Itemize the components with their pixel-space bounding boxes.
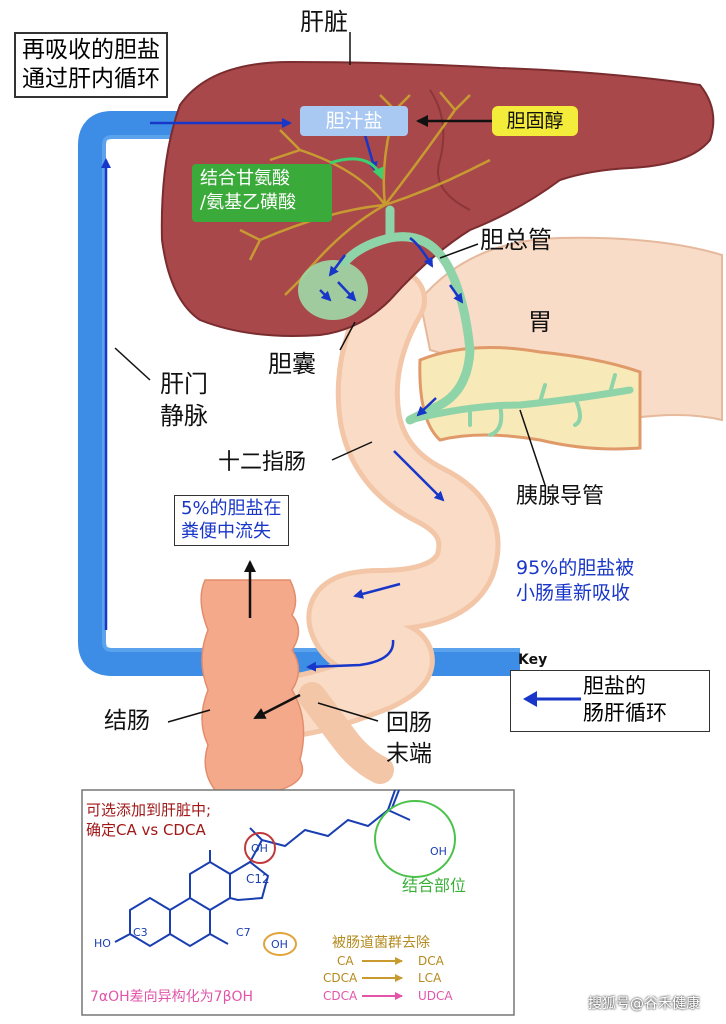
conjugation-pill: 结合甘氨酸 /氨基乙磺酸 bbox=[192, 164, 332, 222]
key-box: 胆盐的 肠肝循环 bbox=[510, 670, 710, 732]
oh-ring-orange bbox=[263, 932, 297, 956]
fecal-loss-box: 5%的胆盐在 粪便中流失 bbox=[174, 495, 289, 546]
oh-c12-label: OH bbox=[251, 842, 268, 855]
terminal-ileum-label: 回肠 末端 bbox=[386, 708, 432, 770]
portal-vein bbox=[78, 111, 520, 676]
conv-cdca2-from: CDCA bbox=[323, 989, 358, 1003]
bacteria-removal-label: 被肠道菌群去除 bbox=[332, 935, 430, 951]
key-arrow-icon bbox=[523, 691, 581, 707]
reabsorption-line-1: 95%的胆盐被 bbox=[516, 557, 635, 579]
pancreas-shape bbox=[418, 346, 642, 451]
portal-vein-label: 肝门 静脉 bbox=[160, 368, 208, 433]
watermark: 搜狐号@谷禾健康 bbox=[588, 996, 700, 1012]
key-label: Key bbox=[518, 652, 548, 668]
chem-note-line-1: 可选添加到肝脏中; bbox=[86, 801, 212, 819]
cholesterol-pill: 胆固醇 bbox=[492, 106, 578, 136]
colon-shape bbox=[200, 579, 305, 791]
chem-note: 可选添加到肝脏中; 确定CA vs CDCA bbox=[86, 800, 211, 841]
gallbladder-label: 胆囊 bbox=[268, 350, 316, 378]
key-desc: 胆盐的 肠肝循环 bbox=[583, 673, 667, 728]
reabsorbed-box: 再吸收的胆盐 通过肝内循环 bbox=[14, 32, 168, 98]
reabsorbed-line-2: 通过肝内循环 bbox=[22, 65, 160, 92]
ho-label: HO bbox=[94, 937, 111, 950]
c7-label: C7 bbox=[236, 926, 251, 939]
conjugation-line-1: 结合甘氨酸 bbox=[200, 168, 290, 189]
conv-cdca-from: CDCA bbox=[323, 971, 358, 985]
oh-ring-red bbox=[244, 832, 276, 864]
liver-label: 肝脏 bbox=[300, 8, 348, 36]
stomach-label: 胃 bbox=[528, 308, 552, 336]
conv-lca-to: LCA bbox=[418, 971, 442, 985]
acid-oh-label: OH bbox=[430, 845, 447, 858]
conjugation-site-label: 结合部位 bbox=[402, 876, 467, 895]
terminal-ileum-line-2: 末端 bbox=[386, 741, 432, 768]
bile-salt-pill: 胆汁盐 bbox=[300, 106, 408, 136]
common-bile-duct bbox=[340, 205, 475, 425]
conjugation-line-2: /氨基乙磺酸 bbox=[200, 192, 297, 214]
key-desc-line-1: 胆盐的 bbox=[583, 674, 646, 698]
duodenum-label: 十二指肠 bbox=[218, 450, 307, 475]
pancreatic-duct-label: 胰腺导管 bbox=[516, 484, 605, 509]
colon-label: 结肠 bbox=[104, 708, 150, 734]
isomerization-label: 7αOH差向异构化为7βOH bbox=[90, 989, 254, 1005]
conv-ca-to: DCA bbox=[418, 954, 444, 968]
fecal-loss-line-1: 5%的胆盐在 bbox=[181, 498, 282, 519]
reabsorption-text: 95%的胆盐被 小肠重新吸收 bbox=[516, 556, 634, 605]
c12-label: C12 bbox=[246, 872, 270, 886]
fecal-loss-line-2: 粪便中流失 bbox=[181, 520, 271, 542]
gallbladder-shape bbox=[298, 260, 368, 320]
common-bile-duct-label: 胆总管 bbox=[480, 226, 552, 254]
terminal-ileum-line-1: 回肠 bbox=[386, 710, 432, 736]
reabsorption-line-2: 小肠重新吸收 bbox=[516, 581, 631, 604]
portal-vein-line-1: 肝门 bbox=[160, 370, 208, 398]
conjugation-ring bbox=[374, 800, 456, 878]
oh-c7-label: OH bbox=[271, 938, 288, 951]
portal-vein-line-2: 静脉 bbox=[160, 402, 208, 431]
reabsorbed-line-1: 再吸收的胆盐 bbox=[22, 37, 160, 63]
c3-label: C3 bbox=[133, 926, 148, 939]
pancreatic-duct bbox=[406, 386, 634, 424]
key-desc-line-2: 肠肝循环 bbox=[583, 701, 667, 726]
chem-note-line-2: 确定CA vs CDCA bbox=[86, 821, 206, 840]
conv-ca-from: CA bbox=[337, 954, 354, 968]
conv-udca-to: UDCA bbox=[418, 989, 453, 1003]
